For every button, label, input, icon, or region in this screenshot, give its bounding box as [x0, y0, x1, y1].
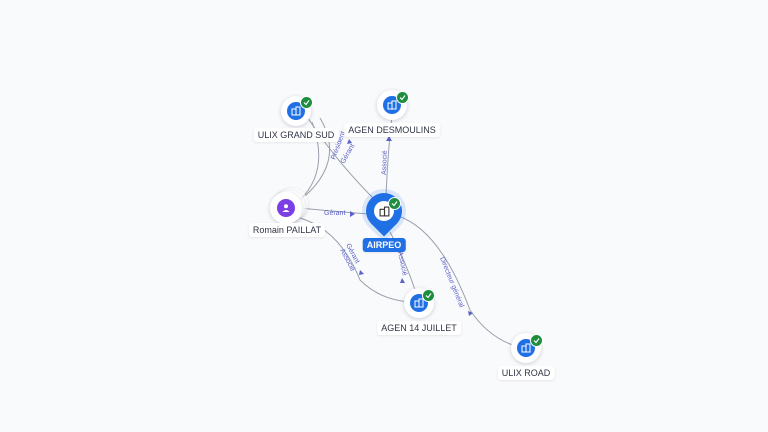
node-label: AIRPEO [362, 238, 406, 252]
edge-romain-ulix-grand-sud-2[interactable] [304, 117, 331, 197]
verified-check-icon [300, 96, 313, 109]
verified-check-icon [530, 334, 543, 347]
edge-airpeo-ulix-road[interactable] [397, 215, 523, 349]
node-label: AGEN 14 JUILLET [377, 321, 461, 335]
verified-check-icon [422, 289, 435, 302]
edge-airpeo-desmoulins[interactable] [385, 115, 393, 197]
node-label: Romain PAILLAT [248, 223, 326, 237]
node-label: AGEN DESMOULINS [344, 123, 440, 137]
edge-airpeo-agen14[interactable] [389, 231, 416, 291]
node-label: ULIX GRAND SUD [253, 128, 339, 142]
verified-check-icon [396, 91, 409, 104]
node-label: ULIX ROAD [497, 366, 555, 380]
person-icon [277, 199, 295, 217]
edge-airpeo-ulix-grand-sud[interactable] [307, 117, 376, 201]
edge-label-associe-desmoulins: Associé [381, 150, 389, 175]
edge-label-gerant-ulix: Gérant [340, 143, 357, 165]
edge-romain-airpeo[interactable] [299, 207, 371, 215]
verified-check-icon [388, 197, 401, 210]
edge-label-associe-airpeo-agen14: Associé [396, 251, 408, 277]
edge-label-gerant: Gérant [324, 210, 345, 217]
edge-label-directeur: Directeur général [438, 256, 465, 309]
